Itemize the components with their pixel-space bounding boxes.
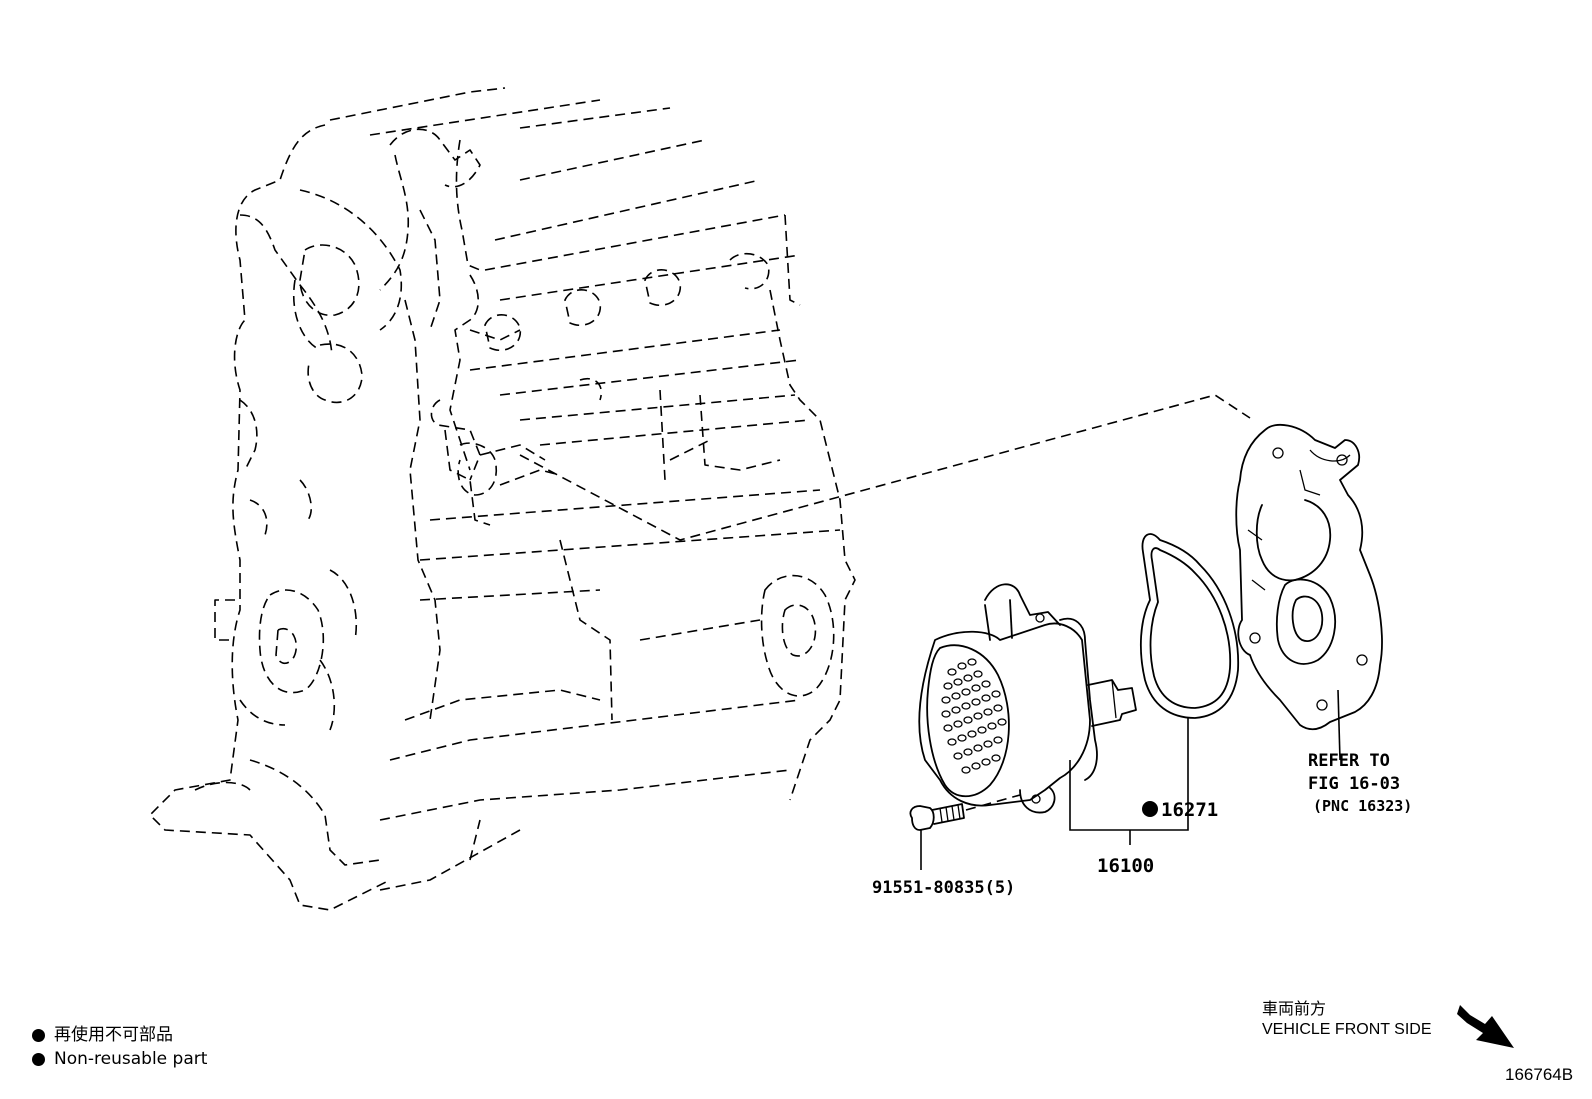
legend-jp-text: 再使用不可部品 — [54, 1025, 173, 1045]
front-direction-arrow-icon — [1457, 1005, 1514, 1048]
callout-bolt: 91551-80835(5) — [872, 878, 1015, 898]
non-reusable-dot-icon — [32, 1052, 45, 1066]
legend-en-text: Non-reusable part — [54, 1049, 208, 1069]
vehicle-front-jp: 車両前方 — [1262, 1001, 1327, 1018]
callout-refer-3: (PNC 16323) — [1313, 797, 1412, 815]
callout-gasket: 16271 — [1161, 799, 1218, 821]
figure-number: 166764B — [1505, 1065, 1574, 1084]
legend-row-en: Non-reusable part — [32, 1047, 207, 1071]
vehicle-front-en: VEHICLE FRONT SIDE — [1262, 1021, 1432, 1038]
legend: 再使用不可部品 Non-reusable part — [32, 1023, 207, 1071]
callout-pump-assembly: 16100 — [1097, 855, 1154, 877]
bolt — [909, 794, 1021, 831]
non-reusable-dot-icon — [32, 1028, 45, 1042]
pump-mesh-holes — [941, 658, 1007, 774]
legend-row-jp: 再使用不可部品 — [32, 1023, 207, 1047]
non-reusable-marker-icon — [1142, 801, 1158, 817]
vehicle-front-label: 車両前方 VEHICLE FRONT SIDE — [1262, 1000, 1432, 1040]
engine-block-outline — [149, 87, 1251, 911]
callouts: 16271 16100 91551-80835(5) REFER TO FIG … — [872, 751, 1412, 898]
pump-gasket — [1139, 533, 1240, 719]
callout-refer-2: FIG 16-03 — [1308, 774, 1400, 794]
callout-refer-1: REFER TO — [1308, 751, 1390, 771]
leader-lines — [920, 689, 1341, 870]
oil-pump-cover — [1235, 423, 1383, 731]
vacuum-pump-assembly — [918, 583, 1137, 814]
